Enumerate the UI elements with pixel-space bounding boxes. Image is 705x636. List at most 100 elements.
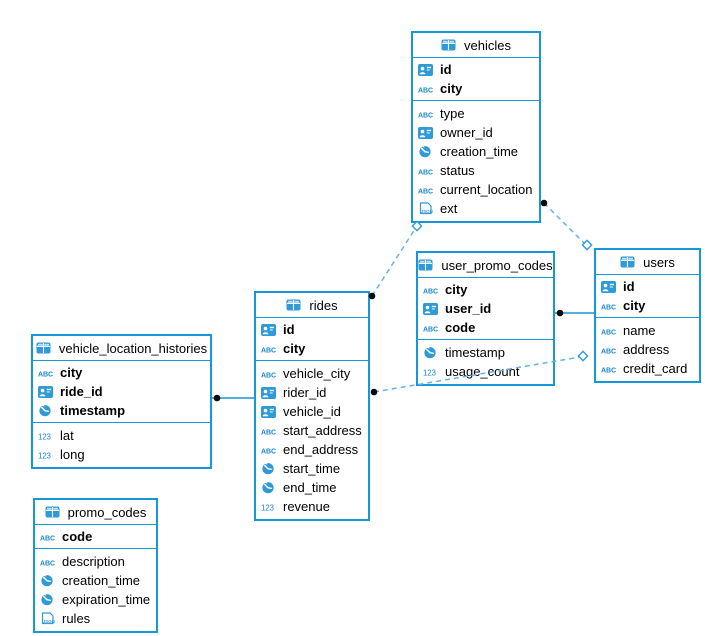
table-column-row[interactable]: timestamp [33, 401, 210, 420]
table-rides[interactable]: rides id ABC city ABC vehicle_city rider… [254, 291, 370, 521]
table-header[interactable]: vehicles [413, 33, 539, 58]
table-column-row[interactable]: owner_id [413, 123, 539, 142]
relationship-diamond-endpoint [577, 350, 589, 362]
table-column-row[interactable]: 123 revenue [261, 499, 330, 514]
id-icon [601, 280, 619, 293]
table-column-row[interactable]: creation_time [413, 142, 539, 161]
table-column-row[interactable]: ABC start_address [261, 423, 362, 438]
table-column-row[interactable]: ABC current_location [418, 182, 533, 197]
svg-text:123: 123 [38, 451, 52, 460]
table-promo_codes[interactable]: promo_codes ABC code ABC description cre… [33, 498, 158, 633]
table-column-row[interactable]: creation_time [35, 571, 156, 590]
table-column-row[interactable]: end_time [256, 478, 368, 497]
number-icon: 123 [423, 366, 441, 378]
text-icon: ABC [261, 368, 279, 380]
table-column-row[interactable]: id [256, 320, 368, 339]
table-column-row[interactable]: ABC city [38, 365, 83, 380]
svg-text:ABC: ABC [261, 429, 276, 436]
table-column-row[interactable]: ABC city [418, 81, 463, 96]
table-column-row[interactable]: timestamp [418, 343, 553, 362]
table-column-row[interactable]: 123 usage_count [423, 364, 520, 379]
number-icon: 123 [261, 501, 279, 513]
timestamp-icon [423, 346, 441, 359]
svg-text:ABC: ABC [423, 288, 438, 295]
text-icon: ABC [601, 325, 619, 337]
svg-text:123: 123 [38, 432, 52, 441]
svg-text:ABC: ABC [261, 347, 276, 354]
table-column-row[interactable]: ABC vehicle_city [261, 366, 351, 381]
text-icon: ABC [261, 444, 279, 456]
table-column-row[interactable]: id [413, 60, 539, 79]
svg-text:ABC: ABC [418, 188, 433, 195]
table-column-row[interactable]: rider_id [256, 383, 368, 402]
table-name: vehicle_location_histories [58, 340, 208, 356]
table-column-row[interactable]: ABC city [261, 341, 306, 356]
timestamp-icon [418, 145, 436, 158]
svg-text:ABC: ABC [601, 348, 616, 355]
table-icon [45, 506, 63, 518]
svg-text:ABC: ABC [40, 535, 55, 542]
table-header[interactable]: rides [256, 293, 368, 318]
text-icon: ABC [38, 367, 56, 379]
table-header[interactable]: users [596, 250, 699, 275]
table-column-row[interactable]: ride_id [33, 382, 210, 401]
primary-key-section: id ABC city [256, 318, 368, 361]
table-column-row[interactable]: ABC end_address [261, 442, 359, 457]
table-header[interactable]: user_promo_codes [418, 253, 553, 278]
id-icon [38, 385, 56, 398]
table-column-row[interactable]: ABC description [40, 554, 125, 569]
table-users[interactable]: users id ABC city ABC name ABC address A… [594, 248, 701, 383]
id-icon [418, 63, 436, 76]
table-column-row[interactable]: ABC type [418, 106, 465, 121]
svg-text:ABC: ABC [423, 326, 438, 333]
table-column-row[interactable]: JSON ext [413, 199, 539, 218]
text-icon: ABC [40, 556, 58, 568]
text-icon: ABC [418, 184, 436, 196]
table-column-row[interactable]: ABC city [601, 298, 646, 313]
table-header[interactable]: promo_codes [35, 500, 156, 525]
id-icon [261, 386, 279, 399]
relationship-vehicle_location_histories-rides [212, 394, 254, 402]
relationship-dot-endpoint [370, 388, 378, 396]
table-name: promo_codes [67, 504, 147, 520]
columns-section: ABC type owner_id creation_time ABC stat… [413, 101, 539, 221]
svg-text:ABC: ABC [261, 372, 276, 379]
table-column-row[interactable]: JSON rules [35, 609, 156, 628]
number-icon: 123 [38, 430, 56, 442]
table-column-row[interactable]: 123 long [38, 447, 85, 462]
relationship-dot-endpoint [556, 309, 564, 317]
table-user_promo_codes[interactable]: user_promo_codes ABC city user_id ABC co… [416, 251, 555, 386]
text-icon: ABC [601, 363, 619, 375]
id-icon [261, 323, 279, 336]
svg-text:JSON: JSON [421, 209, 433, 214]
timestamp-icon [38, 404, 56, 417]
table-icon [286, 299, 304, 311]
table-column-row[interactable]: start_time [256, 459, 368, 478]
table-vehicles[interactable]: vehicles id ABC city ABC type owner_id c… [411, 31, 541, 223]
table-column-row[interactable]: vehicle_id [256, 402, 368, 421]
table-column-row[interactable]: ABC status [418, 163, 475, 178]
table-column-row[interactable]: ABC credit_card [601, 361, 688, 376]
timestamp-icon [40, 574, 58, 587]
table-vehicle_location_histories[interactable]: vehicle_location_histories ABC city ride… [31, 334, 212, 469]
table-column-row[interactable]: ABC address [601, 342, 670, 357]
table-column-row[interactable]: ABC code [40, 529, 93, 544]
table-column-row[interactable]: id [596, 277, 699, 296]
table-header[interactable]: vehicle_location_histories [33, 336, 210, 361]
table-column-row[interactable]: ABC code [423, 320, 476, 335]
columns-section: timestamp 123 usage_count [418, 340, 553, 384]
text-icon: ABC [418, 83, 436, 95]
svg-text:ABC: ABC [418, 112, 433, 119]
table-name: user_promo_codes [441, 257, 553, 273]
table-column-row[interactable]: 123 lat [38, 428, 74, 443]
timestamp-icon [261, 481, 279, 494]
id-icon [418, 126, 436, 139]
table-column-row[interactable]: ABC city [423, 282, 468, 297]
svg-text:123: 123 [423, 368, 437, 377]
number-icon: 123 [38, 449, 56, 461]
table-column-row[interactable]: expiration_time [35, 590, 156, 609]
table-column-row[interactable]: ABC name [601, 323, 656, 338]
json-icon: JSON [40, 612, 58, 625]
table-column-row[interactable]: user_id [418, 299, 553, 318]
